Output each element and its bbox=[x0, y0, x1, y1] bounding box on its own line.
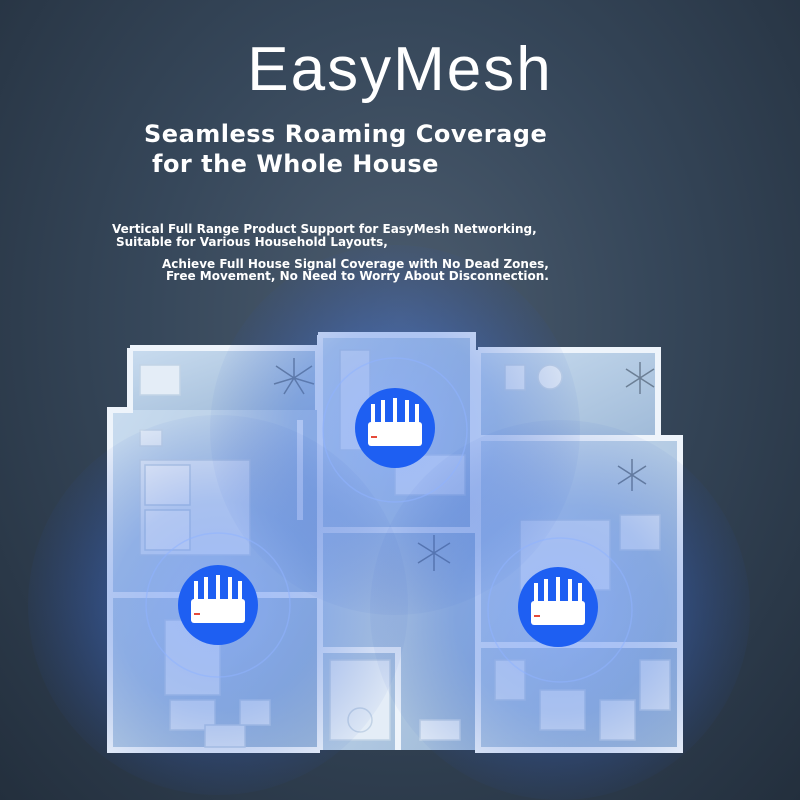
description-line-2: Suitable for Various Household Layouts, bbox=[116, 235, 388, 249]
description-line-1: Vertical Full Range Product Support for … bbox=[112, 222, 537, 236]
description-line-4: Free Movement, No Need to Worry About Di… bbox=[166, 269, 549, 283]
headline: EasyMesh bbox=[247, 35, 553, 104]
mesh-router-icon bbox=[178, 388, 598, 647]
subtitle-line-2: for the Whole House bbox=[152, 150, 439, 178]
description-line-3: Achieve Full House Signal Coverage with … bbox=[162, 257, 549, 271]
subtitle-line-1: Seamless Roaming Coverage bbox=[144, 120, 548, 148]
